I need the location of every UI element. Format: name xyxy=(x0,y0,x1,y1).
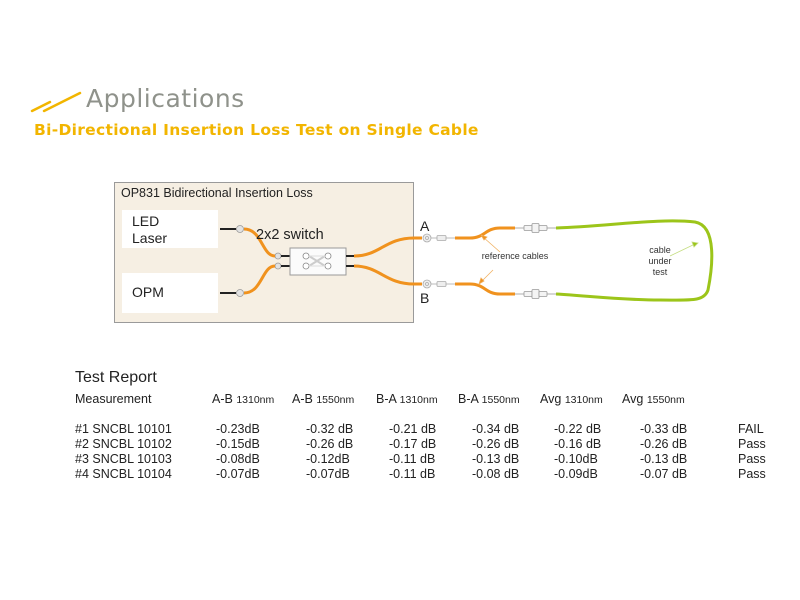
result-badge: Pass xyxy=(738,467,766,481)
table-cell-ba1550: -0.26 dB xyxy=(472,437,520,451)
table-cell-ba1550: -0.08 dB xyxy=(472,467,520,481)
table-cell-ab1550: -0.26 dB xyxy=(306,437,354,451)
connector-icon xyxy=(236,225,282,297)
cable-under-test xyxy=(555,219,714,302)
table-cell-id: #4 SNCBL 10104 xyxy=(75,467,172,481)
source-label-laser: Laser xyxy=(132,230,168,246)
source-port-box xyxy=(122,210,218,248)
source-label-led: LED xyxy=(132,213,160,229)
page-subtitle: Bi-Directional Insertion Loss Test on Si… xyxy=(34,121,479,139)
port-a-connector-icon xyxy=(422,233,455,243)
switch-to-port-a-fiber xyxy=(353,236,415,258)
2x2-switch-icon xyxy=(289,247,347,276)
table-cell-avg1550: -0.33 dB xyxy=(640,422,688,436)
column-header-measurement: Measurement xyxy=(75,392,152,406)
table-cell-avg1550: -0.26 dB xyxy=(640,437,688,451)
table-cell-avg1550: -0.07 dB xyxy=(640,467,688,481)
reference-arrow-icon xyxy=(478,234,501,285)
table-cell-avg1550: -0.13 dB xyxy=(640,452,688,466)
column-header-ba-1550: B-A 1550nm xyxy=(458,392,520,406)
double-slash-logo-icon xyxy=(30,91,82,113)
table-cell-avg1310: -0.10dB xyxy=(554,452,598,466)
reference-cables-label: reference cables xyxy=(481,251,549,261)
port-a-label: A xyxy=(420,218,430,234)
table-cell-ba1310: -0.11 dB xyxy=(389,467,436,481)
opm-to-switch-fiber xyxy=(243,264,276,295)
column-header-ab-1550: A-B 1550nm xyxy=(292,392,355,406)
table-cell-ab1310: -0.23dB xyxy=(216,422,260,436)
port-b-label: B xyxy=(420,290,430,306)
table-cell-id: #2 SNCBL 10102 xyxy=(75,437,172,451)
column-header-avg-1550: Avg 1550nm xyxy=(622,392,685,406)
instrument-title: OP831 Bidirectional Insertion Loss xyxy=(121,186,313,200)
table-cell-id: #3 SNCBL 10103 xyxy=(75,452,172,466)
port-b-connector-icon xyxy=(422,279,455,289)
table-cell-ba1310: -0.11 dB xyxy=(389,452,436,466)
column-header-ba-1310: B-A 1310nm xyxy=(376,392,438,406)
table-cell-ba1310: -0.17 dB xyxy=(389,437,437,451)
table-cell-avg1310: -0.16 dB xyxy=(554,437,602,451)
source-to-switch-fiber xyxy=(243,227,276,258)
mating-adapter-a-icon xyxy=(515,223,556,233)
opm-label: OPM xyxy=(132,284,164,300)
table-cell-ba1310: -0.21 dB xyxy=(389,422,437,436)
reference-cable-b xyxy=(455,282,515,296)
table-cell-ab1550: -0.32 dB xyxy=(306,422,354,436)
cable-under-test-label: cable under test xyxy=(648,245,672,277)
result-badge: Pass xyxy=(738,437,766,451)
table-cell-avg1310: -0.09dB xyxy=(554,467,598,481)
column-header-ab-1310: A-B 1310nm xyxy=(212,392,275,406)
reference-cable-a xyxy=(455,226,515,240)
opm-port-box xyxy=(122,273,218,313)
table-cell-ab1550: -0.07dB xyxy=(306,467,350,481)
table-cell-ba1550: -0.13 dB xyxy=(472,452,520,466)
instrument-panel xyxy=(114,182,414,323)
switch-label: 2x2 switch xyxy=(256,227,324,243)
report-title: Test Report xyxy=(75,369,157,386)
page-title: Applications xyxy=(86,84,245,113)
table-cell-ba1550: -0.34 dB xyxy=(472,422,520,436)
switch-to-port-b-fiber xyxy=(353,264,415,286)
table-cell-ab1310: -0.08dB xyxy=(216,452,260,466)
mating-adapter-b-icon xyxy=(515,289,556,299)
result-badge: Pass xyxy=(738,452,766,466)
column-header-avg-1310: Avg 1310nm xyxy=(540,392,603,406)
table-cell-avg1310: -0.22 dB xyxy=(554,422,602,436)
table-cell-ab1310: -0.07dB xyxy=(216,467,260,481)
result-badge: FAIL xyxy=(738,422,764,436)
table-cell-ab1310: -0.15dB xyxy=(216,437,260,451)
table-cell-id: #1 SNCBL 10101 xyxy=(75,422,172,436)
cable-under-test-arrow-icon xyxy=(669,241,699,257)
table-cell-ab1550: -0.12dB xyxy=(306,452,350,466)
